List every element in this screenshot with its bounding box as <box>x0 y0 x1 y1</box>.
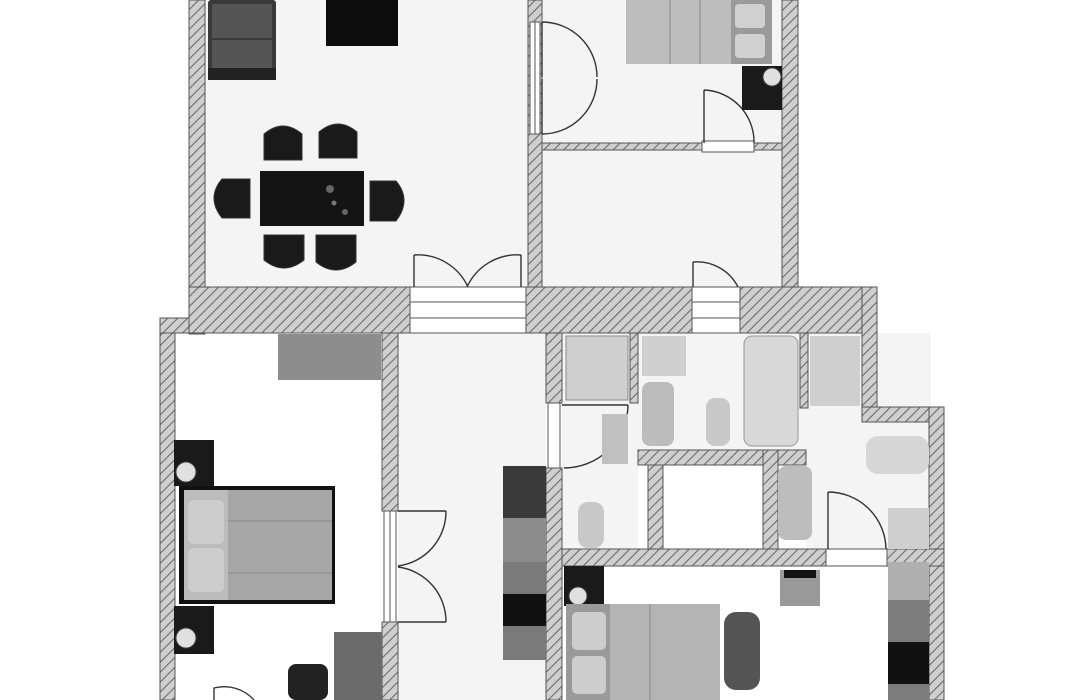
wall-right-step <box>861 286 878 411</box>
dining-table <box>260 171 364 226</box>
living-furniture <box>208 0 405 271</box>
wall-upper-bedroom-bottom <box>541 142 783 151</box>
threshold-living <box>409 286 527 334</box>
dining-chair <box>263 125 303 161</box>
wall-corridor-right-a <box>545 332 563 404</box>
wall-left-outer <box>159 317 176 700</box>
double-door-icon <box>413 254 522 288</box>
washbasin <box>642 382 674 446</box>
wardrobe <box>278 334 381 380</box>
lamp-icon <box>568 586 588 606</box>
shower-tray <box>642 336 686 376</box>
dining-chairs <box>213 123 405 271</box>
shower-tray <box>810 336 860 406</box>
lamp-icon <box>762 67 782 87</box>
wall-bedroom-corridor-a <box>381 332 399 512</box>
wall-living-left <box>188 0 206 335</box>
left-bedroom-furniture <box>174 334 382 700</box>
bathtub <box>866 436 929 474</box>
storage-closet <box>663 465 763 548</box>
tv-cabinet <box>326 0 398 46</box>
wall-left-top <box>159 317 190 334</box>
washbasin <box>602 414 628 464</box>
nightstand <box>564 566 604 606</box>
lamp-icon <box>175 461 197 483</box>
dining-chair <box>213 178 251 219</box>
nightstand <box>174 606 214 654</box>
wall-main-horizontal-b <box>525 286 693 334</box>
wall-bath-divider-a <box>629 332 639 404</box>
door-swing-icon <box>692 261 739 288</box>
bathtub <box>743 335 799 447</box>
washbasin <box>778 466 812 540</box>
wall-main-horizontal-a <box>188 286 411 334</box>
double-door-icon <box>397 510 447 623</box>
sofa <box>208 0 276 80</box>
wall-upper-right <box>781 0 799 288</box>
wall-corridor-right-b <box>545 467 563 700</box>
double-bed <box>626 0 772 64</box>
dining-chair <box>369 180 405 222</box>
wall-bath-center-bottom <box>637 449 807 466</box>
wall-bath-right-divider <box>799 332 809 409</box>
corridor-furniture <box>503 466 546 660</box>
threshold-upper-bedroom <box>701 140 755 153</box>
door-swing-icon <box>827 491 887 550</box>
double-door-icon <box>541 21 598 135</box>
double-bed <box>179 486 335 604</box>
threshold-upper-hall <box>691 286 741 334</box>
threshold-bath-left <box>547 402 561 469</box>
wall-bath-bottom-a <box>561 548 827 567</box>
lower-bedroom-furniture <box>564 562 929 700</box>
upper-hall <box>542 150 782 287</box>
door-swing-icon <box>703 89 755 144</box>
dining-chair <box>263 234 305 269</box>
lamp-icon <box>175 627 197 649</box>
office-chair <box>288 664 328 700</box>
door-swing-icon <box>213 685 255 700</box>
shower-tray <box>565 335 629 401</box>
dining-chair <box>318 123 358 159</box>
office-chair <box>724 612 760 690</box>
dining-chair <box>315 234 357 271</box>
toilet <box>578 502 604 548</box>
nightstand <box>742 66 782 110</box>
toilet <box>706 398 730 446</box>
wall-main-horizontal-c <box>739 286 878 334</box>
shower-tray <box>888 508 929 549</box>
threshold-bath-right <box>825 548 888 567</box>
nightstand <box>174 440 214 486</box>
wall-bedroom-corridor-b <box>381 621 399 700</box>
double-bed <box>566 604 720 700</box>
upper-bedroom-furniture <box>626 0 782 110</box>
walls <box>159 0 945 700</box>
desk <box>334 632 382 700</box>
bathroom-fixtures <box>565 335 929 549</box>
